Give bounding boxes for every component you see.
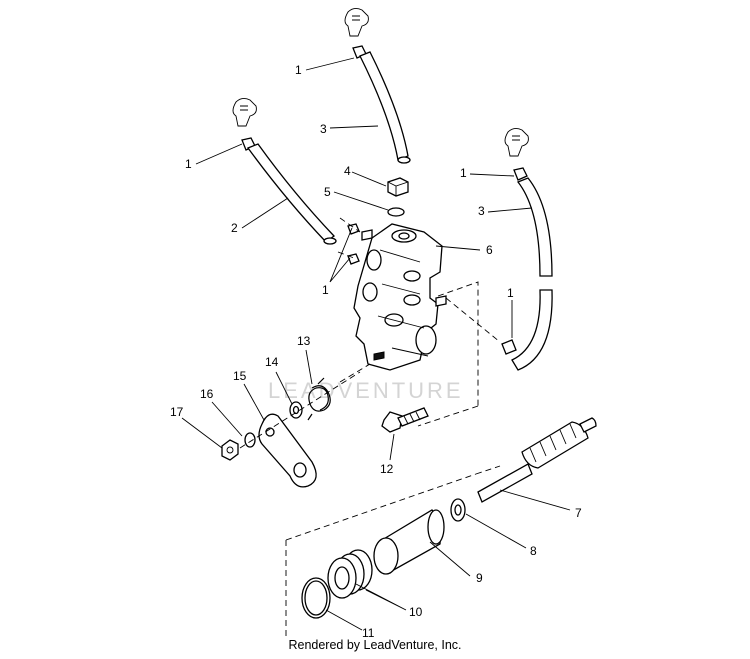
hose-lower-right xyxy=(501,289,553,371)
label-2: 2 xyxy=(231,221,238,235)
label-12: 12 xyxy=(380,462,394,476)
seal-10 xyxy=(327,549,373,599)
label-16: 16 xyxy=(200,387,214,401)
washer-8 xyxy=(450,498,466,522)
label-3a: 3 xyxy=(320,122,327,136)
bolt-12 xyxy=(381,407,429,433)
leader-lines xyxy=(181,57,571,631)
label-6: 6 xyxy=(486,243,493,257)
label-1d: 1 xyxy=(322,283,329,297)
label-13: 13 xyxy=(297,334,311,348)
label-1e: 1 xyxy=(507,286,514,300)
screw-4 xyxy=(387,177,409,197)
guide-line xyxy=(475,465,501,475)
watermark: LEADVENTURE xyxy=(268,378,464,403)
guide-line xyxy=(339,363,371,383)
part-labels: 1 3 1 4 1 5 3 2 6 1 1 13 14 15 16 17 12 … xyxy=(170,63,582,640)
label-14: 14 xyxy=(265,355,279,369)
fitting-top-right xyxy=(504,127,529,181)
guide-line xyxy=(337,251,355,259)
o-ring-11 xyxy=(301,577,331,619)
fitting-top-center xyxy=(344,7,369,59)
bushing-9 xyxy=(373,509,445,575)
guide-line xyxy=(437,281,479,406)
label-7: 7 xyxy=(575,506,582,520)
hose-2-left xyxy=(246,143,337,245)
washer-16 xyxy=(244,432,256,448)
label-15: 15 xyxy=(233,369,247,383)
fitting-top-left xyxy=(232,97,257,151)
label-1c: 1 xyxy=(460,166,467,180)
label-10: 10 xyxy=(409,605,423,619)
label-3b: 3 xyxy=(478,204,485,218)
label-8: 8 xyxy=(530,544,537,558)
guide-line xyxy=(285,473,477,541)
label-1b: 1 xyxy=(185,157,192,171)
hose-3-center xyxy=(359,51,411,164)
drive-gear-7 xyxy=(477,417,597,503)
label-9: 9 xyxy=(476,571,483,585)
render-credit: Rendered by LeadVenture, Inc. xyxy=(288,638,462,652)
label-17: 17 xyxy=(170,405,184,419)
watermark-text: LEADVENTURE xyxy=(268,378,464,403)
lever-15 xyxy=(258,413,317,488)
washer-5 xyxy=(387,207,405,217)
guide-line xyxy=(417,405,479,427)
guide-line xyxy=(239,371,361,449)
nut-17 xyxy=(221,439,239,461)
label-5: 5 xyxy=(324,185,331,199)
guide-line xyxy=(445,297,501,343)
label-1a: 1 xyxy=(295,63,302,77)
fitting-left-upper xyxy=(347,223,360,235)
label-4: 4 xyxy=(344,164,351,178)
label-11: 11 xyxy=(362,626,375,640)
oil-pump-6 xyxy=(353,223,447,371)
guide-line xyxy=(339,217,361,233)
hose-3-right xyxy=(516,177,553,277)
